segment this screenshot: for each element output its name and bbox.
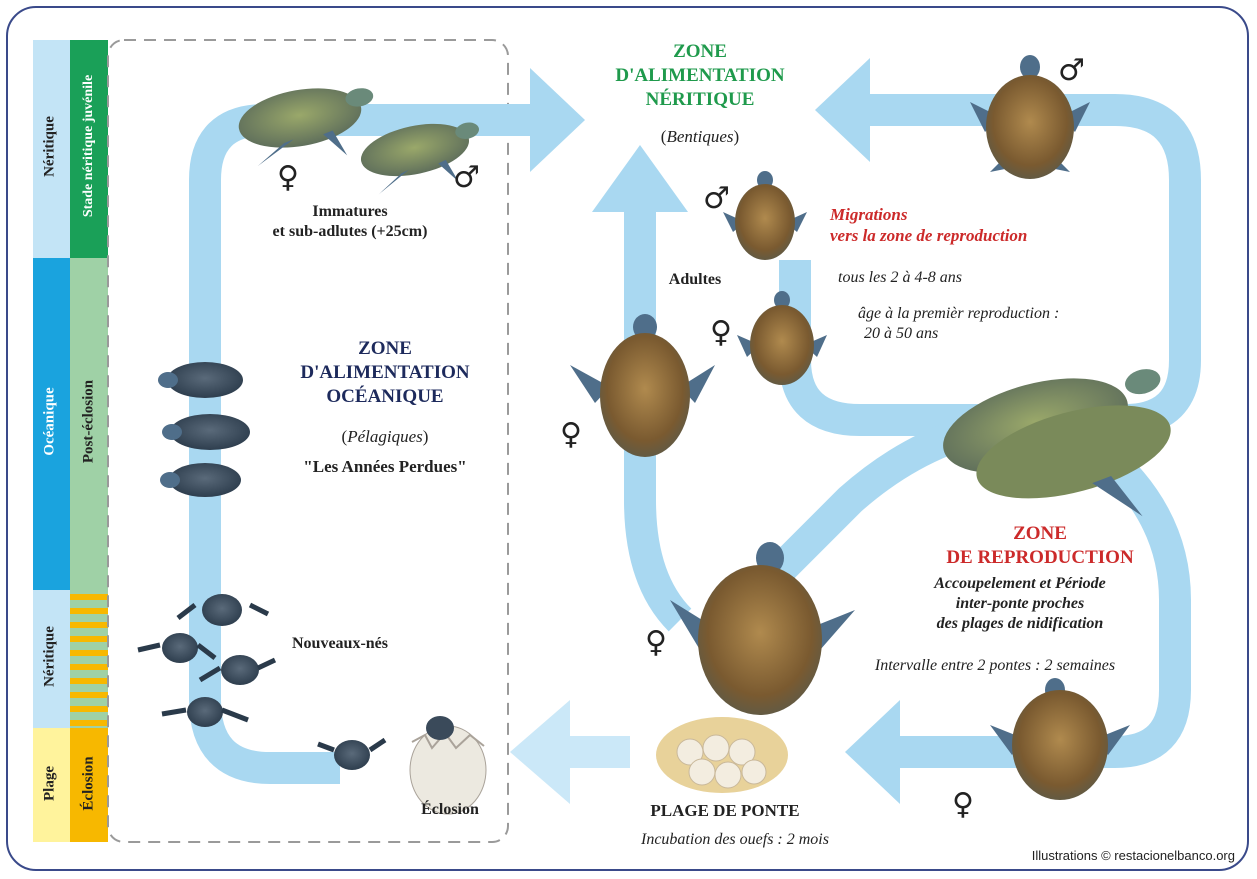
arrow-breeding-to-beach xyxy=(890,448,1191,768)
reproduction-title-line1: ZONE xyxy=(1013,523,1067,544)
bar-label-hatching: Éclosion xyxy=(80,756,97,811)
oceanic-title-line3: OCÉANIQUE xyxy=(326,385,444,407)
bar-beach xyxy=(33,728,70,842)
turtle-nesting-female xyxy=(670,542,855,715)
bar-post-hatch xyxy=(70,258,108,590)
illustration-credit: Illustrations © restacionelbanco.org xyxy=(1031,848,1235,863)
arrow-heads xyxy=(510,58,900,804)
age-line2: 20 à 50 ans xyxy=(864,325,939,342)
neritic-title-line3: NÉRITIQUE xyxy=(645,88,755,110)
age-label: âge à la premièr reproduction : 20 à 50 … xyxy=(858,304,1158,344)
bar-label-beach: Plage xyxy=(41,766,58,801)
turtle-newborns xyxy=(137,594,387,770)
frequency-label: tous les 2 à 4-8 ans xyxy=(838,269,962,286)
reproduction-desc-line3: des plages de nidification xyxy=(936,615,1104,632)
turtle-adult-female-bottom xyxy=(990,678,1130,800)
reproduction-desc-line1: Accoupelement et Période xyxy=(934,575,1106,592)
bar-neritic-bottom xyxy=(33,590,70,728)
newborns-label: Nouveaux-nés xyxy=(291,635,388,652)
bar-oceanic xyxy=(33,258,70,590)
turtle-immature-female xyxy=(238,88,374,167)
bar-juvenile xyxy=(70,40,108,258)
female-symbol-left: ♀ xyxy=(560,417,582,452)
male-symbol-immature: ♂ xyxy=(453,160,480,195)
diagram-frame xyxy=(6,6,1249,871)
oceanic-sub-text: Pélagiques xyxy=(347,427,423,446)
oceanic-title-line1: ZONE xyxy=(358,338,412,359)
arrowhead-up xyxy=(592,145,688,212)
nest-eggs xyxy=(656,717,788,793)
oceanic-title-line2: D'ALIMENTATION xyxy=(300,361,470,383)
hatching-label: Éclosion xyxy=(421,801,479,818)
arrowhead-to-neritic xyxy=(530,68,585,172)
immatures-label: Immatures et sub-adlutes (+25cm) xyxy=(220,202,480,242)
male-symbol-adult: ♂ xyxy=(703,181,730,216)
bar-label-juvenile: Stade néritique juvénile xyxy=(81,74,96,218)
left-stage-bar xyxy=(33,40,108,842)
arrowhead-migration xyxy=(815,58,870,162)
oceanic-zone-sub: (Pélagiques) xyxy=(341,427,429,446)
bar-label-post-hatch: Post-éclosion xyxy=(80,379,97,464)
neritic-sub-text: Bentiques xyxy=(666,127,734,146)
bar-stripes xyxy=(70,590,108,728)
immatures-line1: Immatures xyxy=(312,203,388,220)
arrowhead-to-hatch xyxy=(510,700,570,804)
arrow-beach-to-hatch xyxy=(570,736,630,768)
lost-years-label: "Les Années Perdues" xyxy=(303,457,467,476)
adults-label: Adultes xyxy=(668,271,722,288)
neritic-zone-sub: (Bentiques) xyxy=(660,127,740,146)
migrations-line1: Migrations xyxy=(830,205,908,224)
beach-title: PLAGE DE PONTE xyxy=(650,801,800,820)
bar-neritic-top xyxy=(33,40,70,258)
bar-hatching xyxy=(70,728,108,842)
interval-label: Intervalle entre 2 pontes : 2 semaines xyxy=(874,657,1116,674)
reproduction-desc: Accoupelement et Période inter-ponte pro… xyxy=(870,574,1170,634)
arrow-beach-up xyxy=(624,200,692,632)
immatures-line2: et sub-adlutes (+25cm) xyxy=(272,223,428,240)
turtle-illustrations xyxy=(137,55,1171,815)
turtle-adult-female-mid xyxy=(737,291,827,385)
bar-label-oceanic: Océanique xyxy=(41,387,58,456)
turtle-adult-female-left xyxy=(570,314,715,457)
female-symbol-adult: ♀ xyxy=(710,315,732,350)
arrowhead-to-beach xyxy=(845,700,900,804)
neritic-zone-title: ZONE D'ALIMENTATION NÉRITIQUE xyxy=(600,40,800,111)
female-symbol-nesting: ♀ xyxy=(645,625,667,660)
neritic-title-line1: ZONE xyxy=(673,41,727,62)
oceanic-zone-title: ZONE D'ALIMENTATION OCÉANIQUE xyxy=(270,337,500,408)
reproduction-desc-line2: inter-ponte proches xyxy=(955,595,1085,612)
bar-label-neritic-top: Néritique xyxy=(41,116,58,177)
age-line1: âge à la premièr reproduction : xyxy=(858,305,1060,322)
migrations-line2: vers la zone de reproduction xyxy=(830,226,1028,246)
juvenile-dashed-box xyxy=(107,39,509,843)
reproduction-title-line2: DE REPRODUCTION xyxy=(946,546,1134,568)
incubation-label: Incubation des ouefs : 2 mois xyxy=(641,831,829,848)
turtle-mating-pair xyxy=(943,369,1171,517)
turtle-adult-male-top xyxy=(970,55,1090,179)
turtle-adult-male-mid xyxy=(723,171,807,260)
arrow-migration-loop xyxy=(779,94,1201,436)
reproduction-zone-title: ZONE DE REPRODUCTION xyxy=(895,522,1185,570)
hatching-egg xyxy=(409,716,487,815)
male-symbol-top: ♂ xyxy=(1058,53,1085,88)
female-symbol-bottom: ♀ xyxy=(952,787,974,822)
migrations-label: Migrations vers la zone de reproduction xyxy=(830,204,1110,247)
female-symbol-immature: ♀ xyxy=(277,160,299,195)
turtle-oceanic-juveniles xyxy=(158,362,250,497)
neritic-title-line2: D'ALIMENTATION xyxy=(615,64,785,86)
